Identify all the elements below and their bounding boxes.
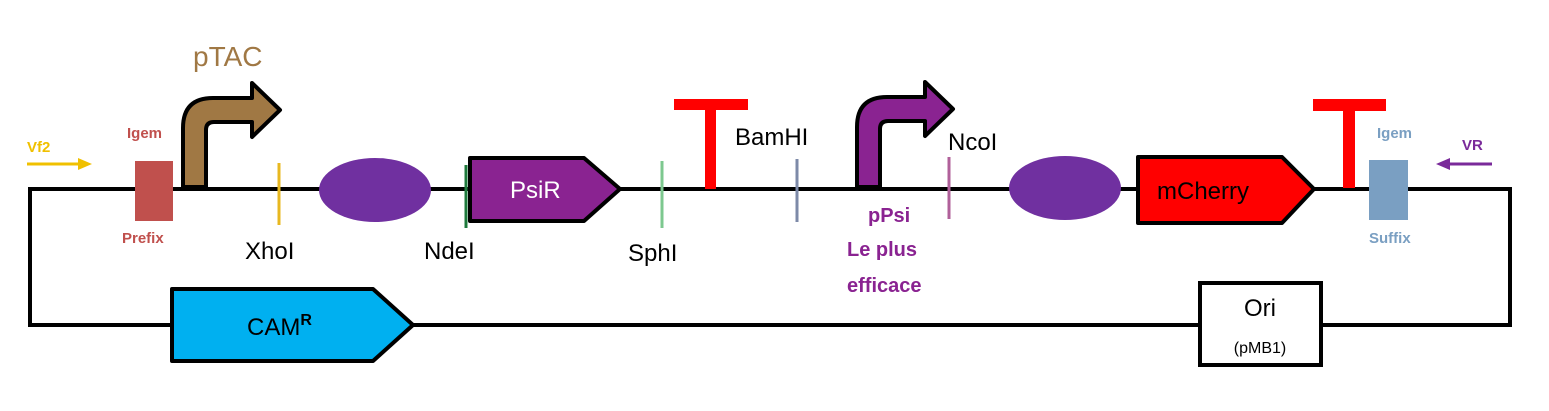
terminator-1 <box>674 99 748 189</box>
igem-prefix-bottom-label: Prefix <box>122 230 164 247</box>
igem-suffix-bottom-label: Suffix <box>1369 230 1411 247</box>
sphi-site: SphI <box>628 161 677 267</box>
ncoi-site: NcoI <box>947 129 997 219</box>
igem-suffix-box <box>1369 160 1408 220</box>
igem-suffix: Igem Suffix <box>1369 125 1412 247</box>
ppsi-bent-arrow-icon <box>855 80 955 189</box>
psir-pentagon-arrow-icon <box>468 156 622 223</box>
terminator-2 <box>1313 99 1386 188</box>
mcherry-label: mCherry <box>1157 178 1249 205</box>
ori-sub-label: (pMB1) <box>1234 340 1286 357</box>
ptac-promoter: pTAC <box>181 41 282 189</box>
ori-label: Ori <box>1244 295 1276 322</box>
camr-pentagon-arrow-icon <box>170 287 415 363</box>
igem-prefix-box <box>135 161 173 221</box>
camr-cds: CAMR <box>170 287 415 363</box>
igem-suffix-top-label: Igem <box>1377 125 1412 142</box>
vf2-label: Vf2 <box>27 139 50 156</box>
ppsi-label-line3: efficace <box>847 275 922 297</box>
ppsi-promoter: pPsi Le plus efficace <box>847 80 955 297</box>
ndei-site: NdeI <box>424 165 475 265</box>
vr-arrow-icon <box>1436 158 1450 170</box>
ppsi-label-line1: pPsi <box>868 205 910 227</box>
ndei-label: NdeI <box>424 238 475 265</box>
vr-label: VR <box>1462 137 1483 154</box>
igem-prefix: Igem Prefix <box>122 125 173 247</box>
rbs-2-ellipse-icon <box>1009 156 1121 220</box>
ppsi-label-line2: Le plus <box>847 239 917 261</box>
ori-box: Ori (pMB1) <box>1198 281 1323 367</box>
terminator-2-stem-t-shape-icon <box>1343 99 1355 188</box>
ptac-label: pTAC <box>193 41 263 72</box>
vf2-arrow-icon <box>78 158 92 170</box>
terminator-1-stem-t-shape-icon <box>705 99 716 189</box>
bent-arrow-icon <box>181 81 282 189</box>
igem-prefix-top-label: Igem <box>127 125 162 142</box>
xhoi-label: XhoI <box>245 238 294 265</box>
ori-rect <box>1198 281 1323 367</box>
mcherry-cds: mCherry <box>1136 155 1316 225</box>
psir-label: PsiR <box>510 177 561 204</box>
bamhi-site: BamHI <box>735 124 808 222</box>
mcherry-pentagon-arrow-icon <box>1136 155 1316 225</box>
camr-label: CAMR <box>247 312 312 341</box>
vr-primer: VR <box>1436 137 1492 170</box>
plasmid-backbone <box>28 187 1512 327</box>
bamhi-label: BamHI <box>735 124 808 151</box>
ncoi-label: NcoI <box>948 129 997 156</box>
rbs-1-ellipse-icon <box>319 158 431 222</box>
xhoi-site: XhoI <box>245 163 294 265</box>
sphi-label: SphI <box>628 240 677 267</box>
vf2-primer: Vf2 <box>27 139 92 170</box>
psir-cds: PsiR <box>468 156 622 223</box>
